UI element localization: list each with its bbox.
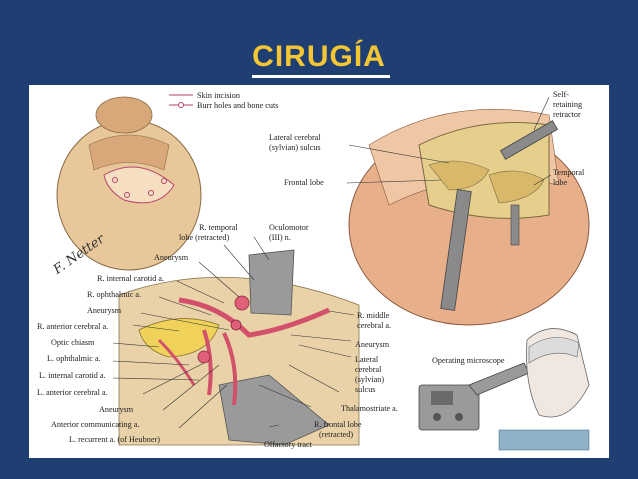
label-oculomotor-1: Oculomotor (269, 223, 309, 232)
label-r-anterior-cerebral: R. anterior cerebral a. (37, 322, 108, 331)
label-anterior-communicating: Anterior communicating a. (51, 420, 139, 429)
leader-lines-upper (346, 96, 552, 186)
label-optic-chiasm: Optic chiasm (51, 338, 95, 347)
label-lat-sylvian-3: (sylvian) (355, 375, 384, 384)
legend: Skin incision Burr holes and bone cuts (169, 91, 278, 110)
legend-burr-holes: Burr holes and bone cuts (197, 101, 278, 110)
head-top-view (56, 96, 202, 271)
label-lateral-cerebral-1: Lateral cerebral (269, 133, 321, 142)
surgeon-microscope (418, 328, 590, 451)
label-l-recurrent: L. recurrent a. (of Heubner) (69, 435, 160, 444)
label-r-internal-carotid: R. internal carotid a. (97, 274, 164, 283)
labels-upper-right: Self- retaining retractor Lateral cerebr… (269, 90, 585, 187)
label-lat-sylvian-4: sulcus (355, 385, 375, 394)
label-thalamostriate: Thalamostriate a. (341, 404, 398, 413)
label-r-middle-2: cerebral a. (357, 321, 391, 330)
label-r-frontal-2: (retracted) (319, 430, 353, 439)
label-olfactory-tract: Olfactory tract (264, 440, 313, 449)
surgical-illustration: Skin incision Burr holes and bone cuts F… (37, 90, 590, 451)
illustration-panel: Skin incision Burr holes and bone cuts F… (29, 85, 609, 458)
label-aneurysm-mid: Aneurysm (87, 306, 122, 315)
label-r-frontal-1: R. frontal lobe (314, 420, 362, 429)
label-self-retaining-1: Self- (553, 90, 569, 99)
label-self-retaining-2: retaining (553, 100, 582, 109)
label-frontal-lobe: Frontal lobe (284, 178, 324, 187)
title-underline (252, 75, 390, 78)
legend-skin-incision: Skin incision (197, 91, 240, 100)
label-temporal-lobe-2: lobe (553, 178, 567, 187)
label-lateral-cerebral-2: (sylvian) sulcus (269, 143, 321, 152)
label-r-middle-1: R. middle (357, 311, 390, 320)
label-aneurysm-top: Aneurysm (154, 253, 189, 262)
slide-title: CIRUGÍA (252, 40, 386, 73)
label-l-ophthalmic: L. ophthalmic a. (47, 354, 101, 363)
label-temporal-lobe-1: Temporal (553, 168, 585, 177)
label-self-retaining-3: retractor (553, 110, 581, 119)
label-operating-microscope: Operating microscope (432, 356, 505, 365)
label-lat-sylvian-2: cerebral (355, 365, 382, 374)
label-l-anterior-cerebral: L. anterior cerebral a. (37, 388, 108, 397)
brain-base-view (118, 249, 360, 446)
labels-lower: R. temporal lobe (retracted) Oculomotor … (37, 223, 398, 449)
leader-lines-lower (112, 236, 355, 429)
label-aneurysm-low: Aneurysm (99, 405, 134, 414)
label-lat-sylvian-1: Lateral (355, 355, 379, 364)
label-aneurysm-right: Aneurysm (355, 340, 390, 349)
label-l-internal-carotid: L. internal carotid a. (39, 371, 106, 380)
label-r-ophthalmic: R. ophthalmic a. (87, 290, 141, 299)
label-r-temporal-2: lobe (retracted) (179, 233, 230, 242)
label-r-temporal-1: R. temporal (199, 223, 238, 232)
label-oculomotor-2: (III) n. (269, 233, 291, 242)
head-lateral-view (348, 108, 590, 326)
